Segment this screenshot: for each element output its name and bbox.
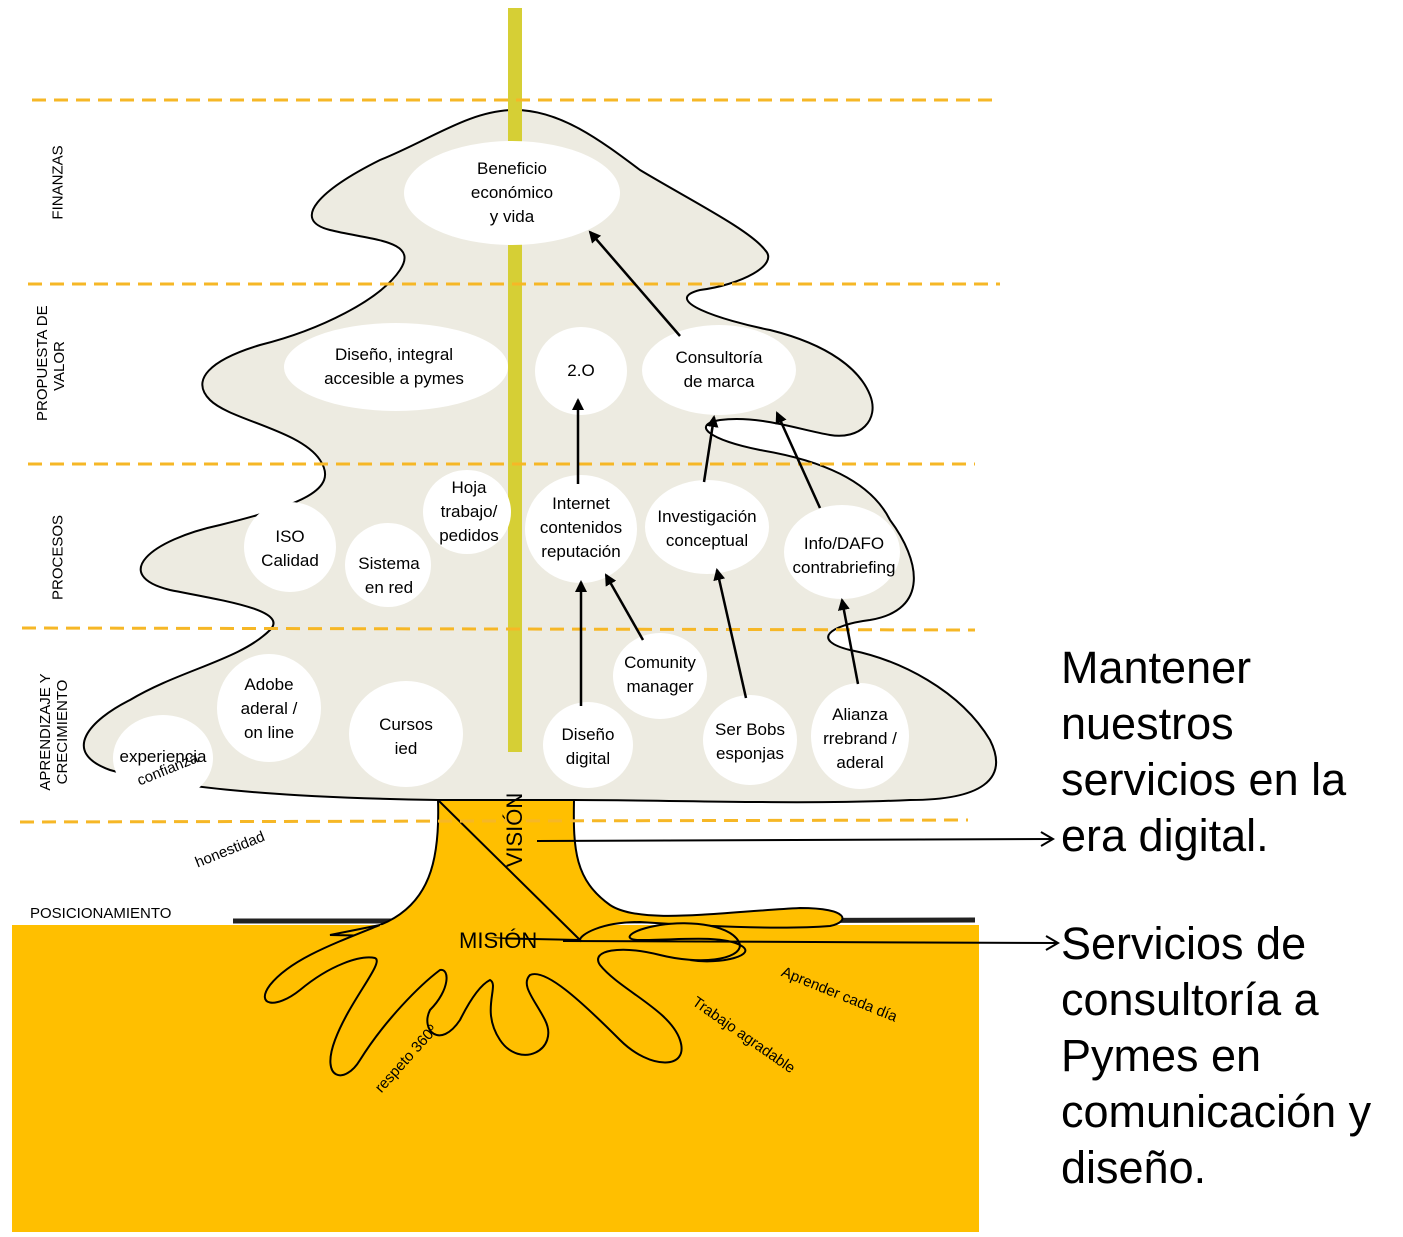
node-text-internet: Internet contenidos reputación <box>539 494 623 561</box>
node-text-alianza: Alianza rrebrand / aderal <box>823 705 897 772</box>
node-diseno-digital <box>543 702 633 788</box>
node-info-dafo <box>784 505 900 599</box>
layer-label-aprendizaje: APRENDIZAJE Y CRECIMIENTO <box>37 672 71 792</box>
tree-roots <box>263 922 747 1077</box>
node-diseno-integral <box>284 323 508 411</box>
node-text-sistema: Sistema en red <box>358 554 420 597</box>
node-text-info-dafo: Info/DAFO contrabriefing <box>792 534 896 577</box>
node-text-diseno-digital: Diseño digital <box>561 725 615 768</box>
arrow-investigacion-to-consultoria <box>702 415 719 483</box>
layer-label-propuesta: PROPUESTA DE VALOR <box>34 305 68 421</box>
vision-statement: Mantener nuestros servicios en la era di… <box>1061 642 1347 861</box>
arrow-mision-to-statement <box>562 935 1060 951</box>
node-text-2o: 2.O <box>567 361 595 380</box>
node-text-investigacion: Investigación conceptual <box>657 507 757 550</box>
node-text-beneficio: Beneficio económico y vida <box>470 159 554 226</box>
node-ser-bobs <box>703 695 797 785</box>
node-hoja <box>423 470 511 554</box>
layer-label-aprendizaje-line2: CRECIMIENTO <box>54 679 71 785</box>
node-text-diseno-integral: Diseño, integral accesible a pymes <box>324 345 464 388</box>
arrow-comunity-to-internet <box>604 573 645 641</box>
arrow-alianza-to-info <box>837 598 860 685</box>
node-alianza <box>811 683 909 789</box>
node-text-adobe: Adobe aderal / on line <box>240 675 298 742</box>
node-comunity <box>613 633 707 719</box>
node-text-iso: ISO Calidad <box>261 527 319 570</box>
node-investigacion <box>645 480 769 574</box>
node-sistema <box>345 523 431 607</box>
layer-label-finanzas: FINANZAS <box>49 145 67 220</box>
divider-4 <box>21 626 976 632</box>
trunk-label-mision: MISIÓN <box>459 928 538 953</box>
central-pole <box>508 8 522 752</box>
node-beneficio <box>404 141 620 245</box>
node-consultoria <box>642 325 796 415</box>
trunk-label-vision: VISIÓN <box>502 792 527 868</box>
layer-label-propuesta-line2: VALOR <box>51 341 68 391</box>
mision-statement: Servicios de consultoría a Pymes en comu… <box>1061 918 1372 1193</box>
node-text-ser-bobs: Ser Bobs esponjas <box>715 720 785 763</box>
layer-label-aprendizaje-line1: APRENDIZAJE Y <box>37 673 54 791</box>
divider-5 <box>19 818 969 824</box>
node-text-cursos: Cursos ied <box>379 715 433 758</box>
node-cursos <box>349 681 463 787</box>
arrow-consultoria-to-beneficio <box>588 230 681 337</box>
node-adobe <box>217 654 321 762</box>
node-internet <box>525 475 637 583</box>
node-text-comunity: Comunity manager <box>624 653 696 696</box>
node-iso <box>244 502 336 592</box>
arrow-vision-to-statement <box>536 831 1055 847</box>
arrow-serbobs-to-investigacion <box>713 568 748 699</box>
node-text-experiencia: experiencia <box>119 747 207 766</box>
node-2o <box>535 327 627 415</box>
arrow-info-to-consultoria <box>775 411 822 509</box>
layer-label-procesos: PROCESOS <box>49 514 67 601</box>
node-text-hoja: Hoja trabajo/ pedidos <box>439 478 499 545</box>
node-text-consultoria: Consultoría de marca <box>675 348 763 391</box>
layer-label-posicionamiento: POSICIONAMIENTO <box>30 905 172 922</box>
layer-label-propuesta-line1: PROPUESTA DE <box>34 305 51 421</box>
node-experiencia <box>113 715 213 801</box>
